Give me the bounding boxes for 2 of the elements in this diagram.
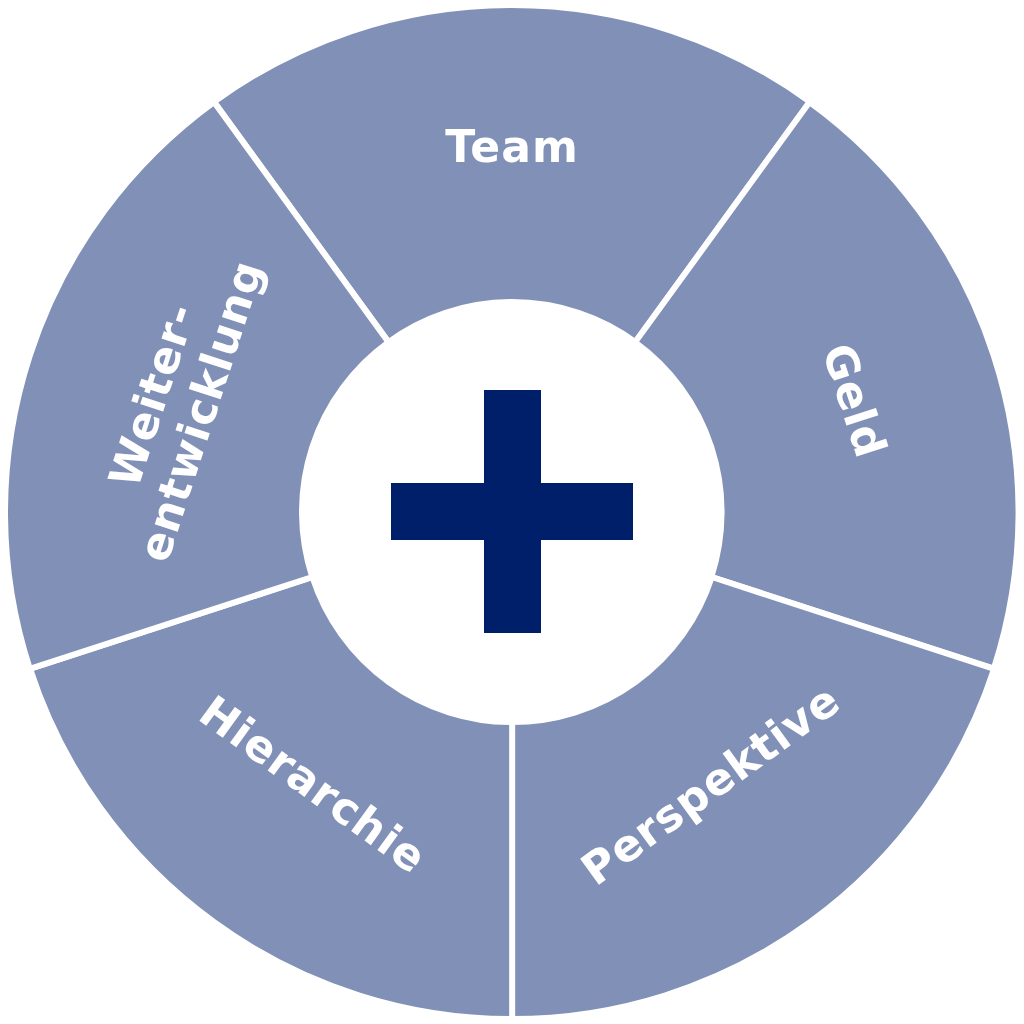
segment-label: Geld xyxy=(812,337,897,464)
segment-label: Team xyxy=(445,121,579,173)
